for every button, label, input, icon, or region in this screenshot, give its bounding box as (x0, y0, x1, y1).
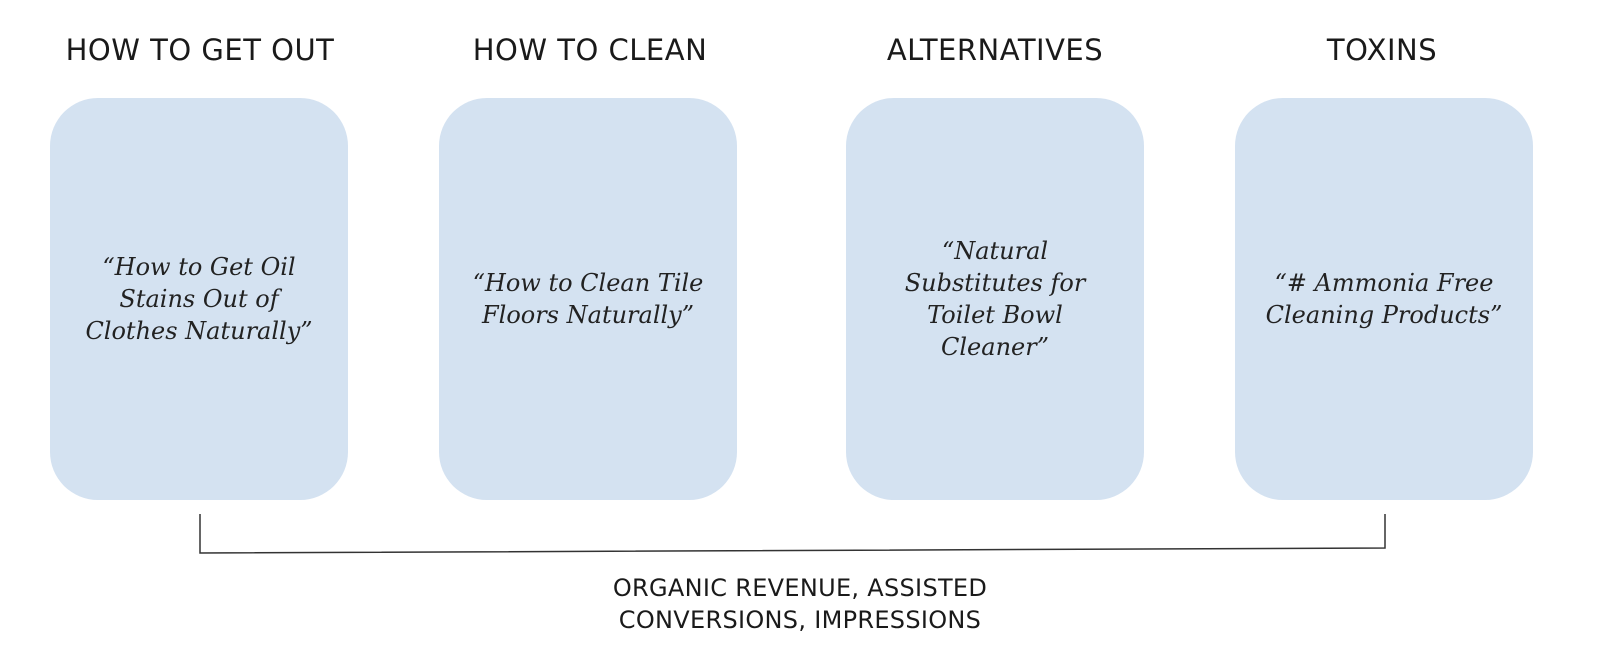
query-text: “How to Clean Tile Floors Naturally” (472, 269, 704, 329)
query-card-how-to-get-out: “How to Get Oil Stains Out of Clothes Na… (50, 98, 348, 500)
query-text: “Natural Substitutes for Toilet Bowl Cle… (904, 237, 1086, 361)
column-header-alternatives: ALTERNATIVES (886, 33, 1104, 67)
query-text: “# Ammonia Free Cleaning Products” (1265, 269, 1503, 329)
metrics-label-line-2: CONVERSIONS, IMPRESSIONS (618, 606, 982, 634)
query-text: “How to Get Oil Stains Out of Clothes Na… (85, 253, 313, 345)
query-card-alternatives: “Natural Substitutes for Toilet Bowl Cle… (846, 98, 1144, 500)
metrics-label-line-1: ORGANIC REVENUE, ASSISTED (612, 574, 988, 602)
metrics-label: ORGANIC REVENUE, ASSISTED CONVERSIONS, I… (500, 572, 1100, 636)
bracket-line (199, 514, 1386, 554)
query-card-toxins: “# Ammonia Free Cleaning Products” (1235, 98, 1533, 500)
column-header-how-to-clean: HOW TO CLEAN (472, 33, 708, 67)
column-header-toxins: TOXINS (1326, 33, 1438, 67)
column-header-how-to-get-out: HOW TO GET OUT (65, 33, 335, 67)
query-card-how-to-clean: “How to Clean Tile Floors Naturally” (439, 98, 737, 500)
